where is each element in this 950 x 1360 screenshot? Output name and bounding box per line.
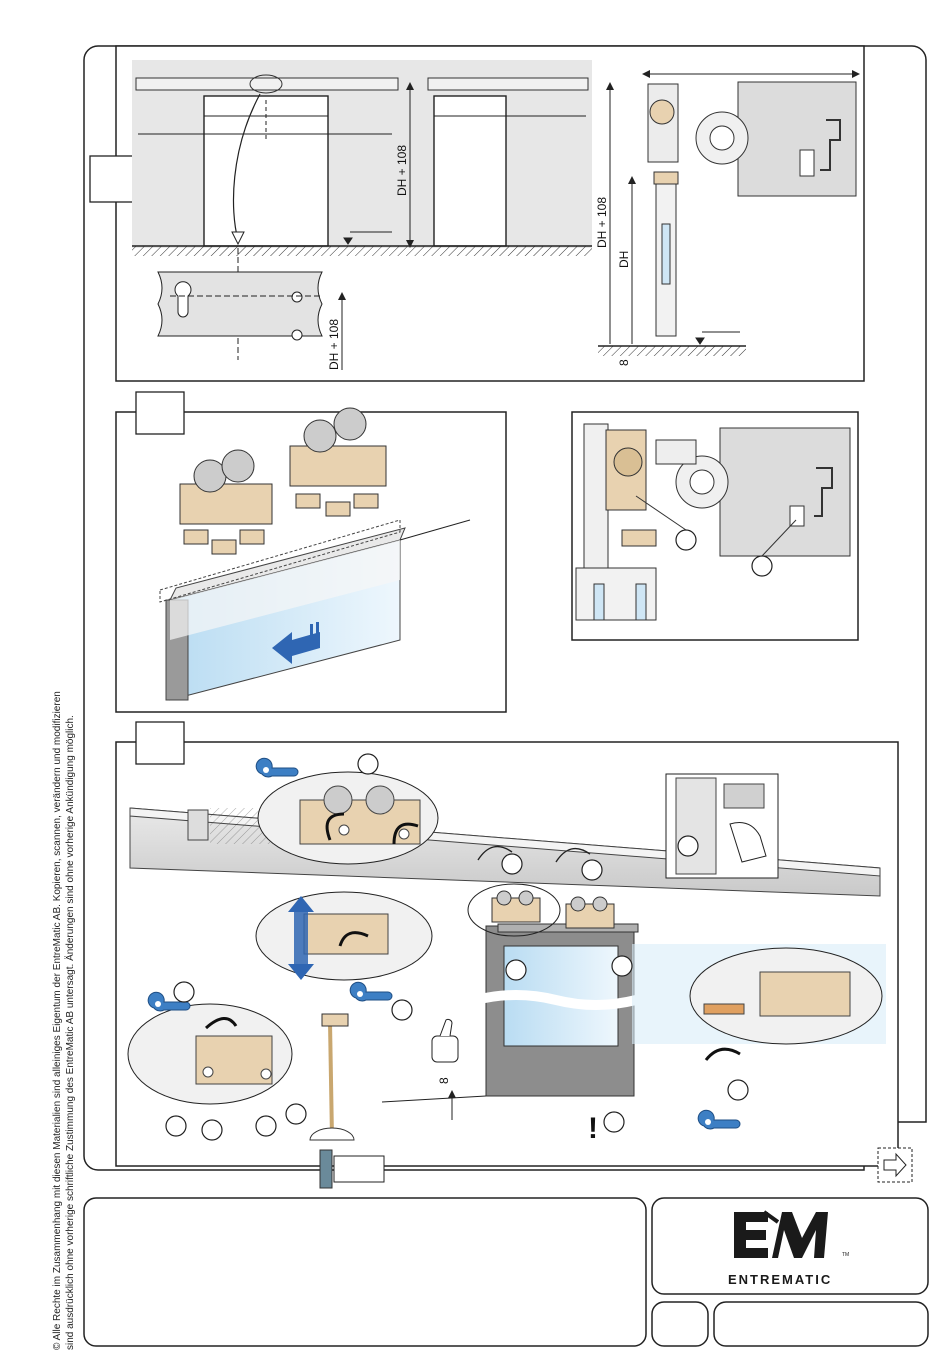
keyhole-slot [174,281,192,318]
door-opening-right [433,95,507,247]
entrematic-logo [734,1210,828,1258]
callout-circle [751,555,773,577]
copyright-line-1: © Alle Rechte im Zusammenhang mit diesen… [52,691,63,1350]
page-frame [83,45,927,1171]
rotate-arrow-icon [204,1017,238,1030]
step-number-box [135,721,185,765]
thumbs-up-icon [431,1018,459,1063]
next-page-icon [877,1147,913,1183]
slide-direction-arrow [272,632,320,664]
carriage-right [289,407,387,517]
document-number-box [713,1301,929,1347]
callout-circle [581,859,603,881]
rotate-arrow-icon [477,845,513,861]
callout-circle [285,1103,307,1125]
track-left [135,77,399,91]
rotate-arrow-icon [555,847,591,863]
callout-circle [675,529,697,551]
rotate-arrow-icon [392,822,419,845]
logo-tm: TM [842,1252,849,1258]
callout-circle [391,999,413,1021]
warning-icon: ! [588,1112,598,1145]
panel-adjustment: 8 ! [115,721,899,1189]
callout-circle [727,1079,749,1101]
rotate-arrow-icon [325,812,345,841]
logo-wordmark: ENTREMATIC [728,1272,832,1287]
callout-circle [505,959,527,981]
page-number-box [651,1301,709,1347]
dim-label-gap-bottom: 8 [437,1077,451,1084]
rotate-arrow-icon [704,1047,741,1061]
step-number-box [135,391,185,435]
height-adjust-arrow [294,908,308,968]
step-number-box [89,155,139,203]
rotate-arrow-icon [338,931,369,947]
callout-circle [501,853,523,875]
panel-mounting-dimensions: DH + 108 DH + 108 DH + [89,45,865,382]
carriage-assembly-a [491,890,541,923]
carriages-callout-ellipse [467,883,561,937]
copyright-line-2: sind ausdrücklich ohne vorherige schrift… [64,715,76,1350]
carriage-left [179,449,273,555]
label-box [333,1155,385,1183]
callout-circle [165,1115,187,1137]
callout-circle [173,981,195,1003]
callout-circle [611,955,633,977]
panel-section-detail [571,411,859,641]
track-detail-marker [249,74,283,94]
panel-carriage-assembly [115,391,507,713]
dim-label-dh108-top: DH + 108 [395,145,409,196]
callout-circle [201,1119,223,1141]
door-opening-left [203,95,329,247]
screw-hole [291,329,303,341]
callout-circle [603,1111,625,1133]
track-right [427,77,589,91]
dim-label-dh108-side: DH + 108 [595,197,609,248]
dim-label-dh108-detail: DH + 108 [327,319,341,370]
mounting-plate-detail [157,271,323,337]
title-block-text-box [83,1197,647,1347]
screw-hole [291,291,303,303]
carriage-assembly-b [565,896,615,929]
floor-hatch [132,246,592,256]
roller-wheel [649,99,675,125]
dim-label-dh-side: DH [617,251,631,268]
callout-circle [357,753,379,775]
dim-label-gap-side: 8 [617,359,631,366]
arrow-down-icon [231,231,245,246]
callout-circle [255,1115,277,1137]
callout-circle [677,835,699,857]
